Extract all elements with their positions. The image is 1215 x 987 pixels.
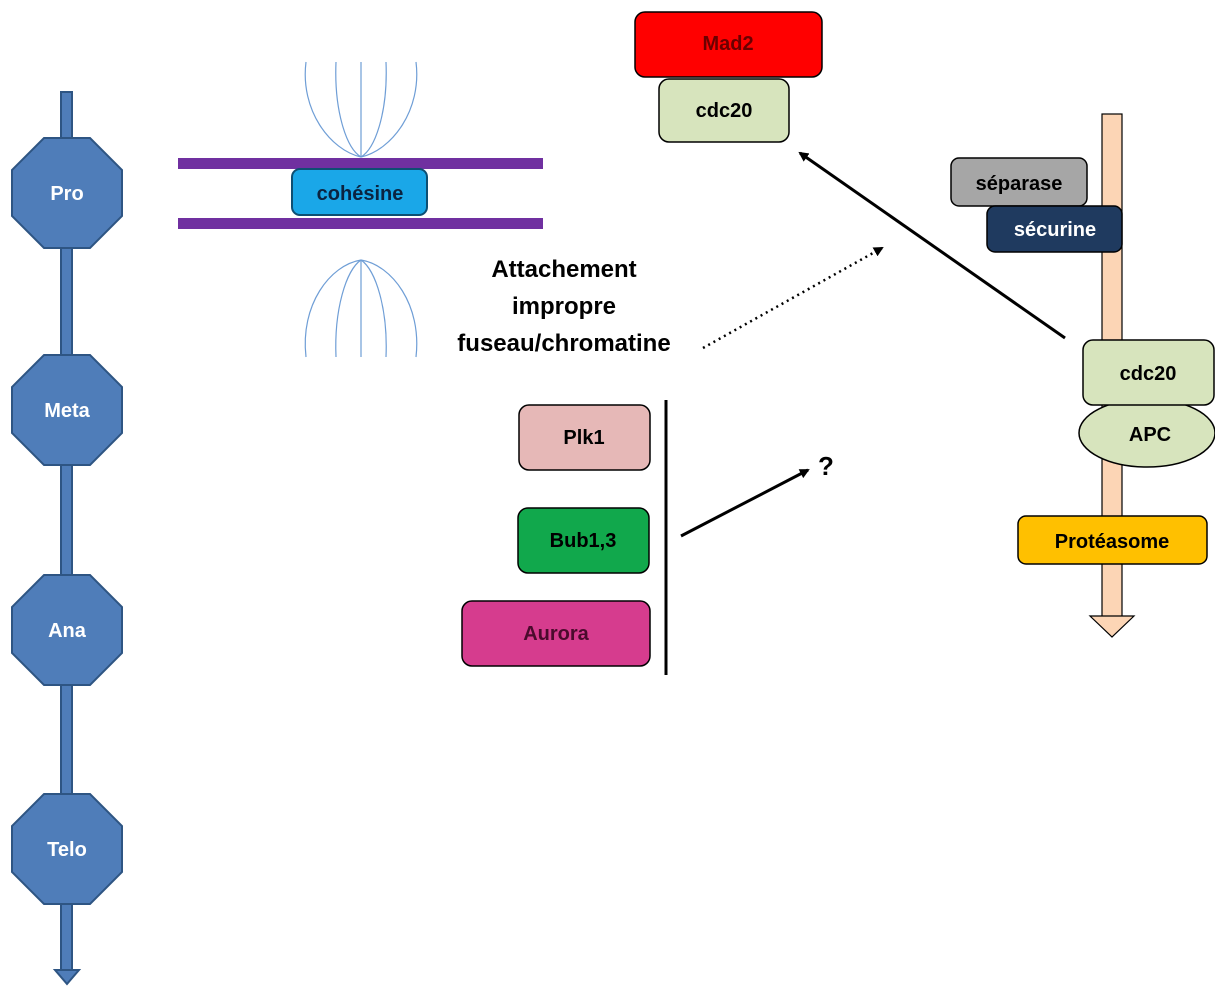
cdc20-right-box xyxy=(1082,339,1215,406)
chromatid-bar-lower xyxy=(178,218,543,229)
chromatid-cohesin-illustration: cohésine xyxy=(178,61,543,358)
cdc20-top-label: cdc20 xyxy=(696,100,753,122)
degradation-track-arrowhead xyxy=(1088,615,1136,638)
phase-meta-label: Meta xyxy=(44,400,90,422)
spindle-fiber xyxy=(335,61,362,158)
phase-ana: Ana xyxy=(11,574,123,686)
dotted-activation-arrow xyxy=(702,246,884,350)
aurora-box xyxy=(461,600,651,667)
proteasome-box xyxy=(1017,515,1208,565)
plk1-box xyxy=(518,404,651,471)
mitosis-phase-axis: Pro Meta Ana Telo xyxy=(11,91,123,986)
cdc20-right-label: cdc20 xyxy=(1120,363,1177,385)
question-mark: ? xyxy=(818,451,834,481)
bub-box xyxy=(517,507,650,574)
phase-pro: Pro xyxy=(11,137,123,249)
mad2-label: Mad2 xyxy=(702,33,753,55)
spindle-fiber xyxy=(360,61,418,158)
degradation-pathway: séparase sécurine APC cdc20 Protéasome xyxy=(950,113,1215,638)
spindle-fiber xyxy=(304,259,362,358)
phase-axis-arrowhead xyxy=(52,969,82,986)
cdc20-top-box xyxy=(658,78,790,143)
chromatid-bar-upper xyxy=(178,158,543,169)
spindle-fiber xyxy=(335,259,362,358)
phase-ana-label: Ana xyxy=(48,620,87,642)
phase-telo: Telo xyxy=(11,793,123,905)
separase-label: séparase xyxy=(976,173,1063,195)
proteasome-label: Protéasome xyxy=(1055,531,1170,553)
kinase-group: Plk1 Bub1,3 Aurora xyxy=(461,400,668,675)
phase-ana-octagon xyxy=(11,574,123,686)
spindle-fiber xyxy=(360,61,387,158)
cohesin-box xyxy=(291,168,428,216)
phase-meta-octagon xyxy=(11,354,123,466)
improper-attachment-note: Attachement impropre fuseau/chromatine xyxy=(457,256,670,357)
securin-box xyxy=(986,205,1123,253)
cdc20-release-arrow xyxy=(798,151,1066,340)
attachment-line-3: fuseau/chromatine xyxy=(457,330,670,357)
phase-meta: Meta xyxy=(11,354,123,466)
phase-telo-label: Telo xyxy=(47,839,87,861)
apc-label: APC xyxy=(1129,424,1171,446)
phase-telo-octagon xyxy=(11,793,123,905)
attachment-line-2: impropre xyxy=(512,293,616,320)
spindle-fiber xyxy=(304,61,362,158)
plk1-label: Plk1 xyxy=(563,427,604,449)
mad2-cdc20-complex: Mad2 cdc20 xyxy=(634,11,823,143)
securin-label: sécurine xyxy=(1014,219,1096,241)
bub-label: Bub1,3 xyxy=(550,530,617,552)
cohesin-label: cohésine xyxy=(317,183,404,205)
attachment-line-1: Attachement xyxy=(491,256,636,283)
phase-pro-label: Pro xyxy=(50,183,83,205)
phase-pro-octagon xyxy=(11,137,123,249)
spindle-upper xyxy=(304,61,418,158)
spindle-lower xyxy=(304,259,418,358)
mad2-box xyxy=(634,11,823,78)
spindle-fiber xyxy=(360,259,387,358)
kinase-unknown-arrow xyxy=(680,468,810,538)
aurora-label: Aurora xyxy=(523,623,589,645)
spindle-fiber xyxy=(360,259,418,358)
